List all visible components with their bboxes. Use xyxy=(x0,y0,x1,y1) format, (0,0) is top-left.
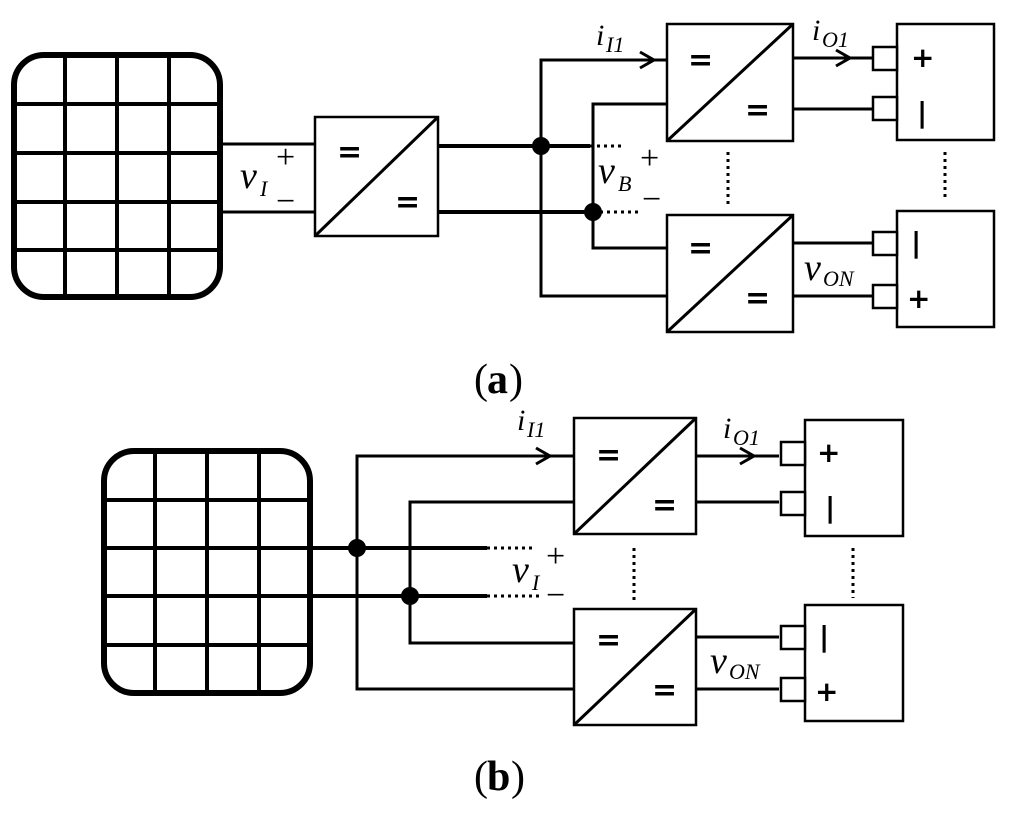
converter-symbol: = xyxy=(688,231,713,266)
panel-b: v I + − i I1 = = = = xyxy=(101,404,905,800)
label-b-i-out: i O1 xyxy=(723,412,760,450)
pv-array-a xyxy=(11,52,223,300)
i-out-base: i xyxy=(723,412,731,445)
v-in-sub: I xyxy=(259,176,269,201)
caption-a: ( a ) xyxy=(474,357,523,403)
v-out-base: v xyxy=(804,247,821,289)
label-a-i-out: i O1 xyxy=(812,14,849,52)
battery-plus: + xyxy=(911,41,934,74)
caption-b-open: ( xyxy=(474,754,488,800)
caption-b-close: ) xyxy=(511,754,525,800)
i-in-sub: I1 xyxy=(605,32,624,57)
converter-symbol: = xyxy=(745,93,770,128)
caption-a-letter: a xyxy=(487,357,508,403)
battery-plus: + xyxy=(907,282,930,315)
converter-symbol: = xyxy=(395,185,420,220)
battery-a-n: | + xyxy=(871,209,996,329)
i-out-base: i xyxy=(812,14,820,47)
v-out-base: v xyxy=(710,640,727,682)
i-in-sub: I1 xyxy=(526,417,545,442)
label-a-v-bus: v B + − xyxy=(598,140,661,218)
battery-plus: + xyxy=(815,675,838,708)
i-out-sub: O1 xyxy=(733,425,760,450)
caption-a-open: ( xyxy=(474,357,488,403)
battery-minus: | xyxy=(911,226,921,259)
battery-minus: | xyxy=(825,491,835,524)
label-b-i-in: i I1 xyxy=(517,404,545,442)
converter-symbol: = xyxy=(688,43,713,78)
caption-a-close: ) xyxy=(509,357,523,403)
v-out-sub: ON xyxy=(729,659,761,684)
v-in-plus: + xyxy=(276,139,295,176)
battery-b-n: | + xyxy=(779,603,905,723)
v-in-plus: + xyxy=(546,538,565,575)
battery-plus: + xyxy=(817,436,840,469)
v-in-base: v xyxy=(512,549,529,591)
battery-minus: | xyxy=(917,96,927,129)
caption-b: ( b ) xyxy=(474,754,525,800)
battery-a-1: + | xyxy=(871,22,996,142)
converter-symbol: = xyxy=(745,281,770,316)
pv-array-b xyxy=(101,448,313,696)
caption-b-letter: b xyxy=(487,754,510,800)
dc-dc-converter-b-1: = = xyxy=(572,416,698,536)
v-in-sub: I xyxy=(531,570,541,595)
dc-dc-converter-a-input: = = xyxy=(313,115,440,238)
label-b-v-out: v ON xyxy=(710,640,761,684)
converter-symbol: = xyxy=(596,623,621,658)
v-bus-plus: + xyxy=(640,140,659,177)
battery-b-1: + | xyxy=(779,418,905,538)
dc-dc-converter-b-n: = = xyxy=(572,607,698,727)
dc-dc-converter-a-1: = = xyxy=(665,22,795,143)
v-in-minus: − xyxy=(546,577,565,614)
v-bus-minus: − xyxy=(642,181,661,218)
i-in-base: i xyxy=(517,404,525,437)
battery-minus: | xyxy=(819,620,829,653)
dc-dc-converter-a-n: = = xyxy=(665,213,795,334)
v-bus-sub: B xyxy=(618,171,631,196)
converter-symbol: = xyxy=(596,438,621,473)
panel-a: v I + − = = v B + − xyxy=(11,14,996,403)
v-bus-base: v xyxy=(598,150,615,192)
label-a-i-in: i I1 xyxy=(596,19,624,57)
v-in-base: v xyxy=(240,155,257,197)
label-a-v-in: v I + − xyxy=(240,139,295,220)
i-in-base: i xyxy=(596,19,604,52)
v-in-minus: − xyxy=(276,183,295,220)
label-b-v-in: v I + − xyxy=(512,538,565,614)
label-a-v-out: v ON xyxy=(804,247,855,291)
converter-symbol: = xyxy=(652,673,677,708)
converter-symbol: = xyxy=(652,488,677,523)
i-out-sub: O1 xyxy=(822,27,849,52)
v-out-sub: ON xyxy=(823,266,855,291)
converter-symbol: = xyxy=(337,135,362,170)
